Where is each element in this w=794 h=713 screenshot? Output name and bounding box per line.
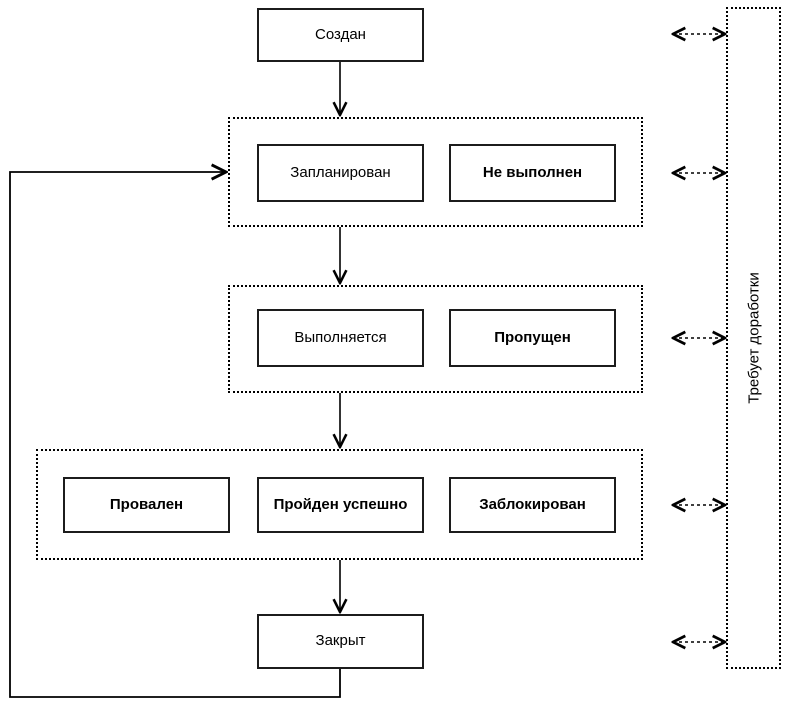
group-planned-row <box>228 117 643 227</box>
node-created: Создан <box>257 8 424 62</box>
node-failed: Провален <box>63 477 230 533</box>
group-result-row <box>36 449 643 560</box>
node-not-executed: Не выполнен <box>449 144 616 202</box>
node-blocked: Заблокирован <box>449 477 616 533</box>
rework-panel: Требует доработки <box>726 7 781 669</box>
group-executing-row <box>228 285 643 393</box>
node-passed-successfully: Пройден успешно <box>257 477 424 533</box>
node-closed: Закрыт <box>257 614 424 669</box>
node-in-progress: Выполняется <box>257 309 424 367</box>
node-skipped: Пропущен <box>449 309 616 367</box>
node-planned: Запланирован <box>257 144 424 202</box>
rework-panel-label: Требует доработки <box>745 272 762 404</box>
